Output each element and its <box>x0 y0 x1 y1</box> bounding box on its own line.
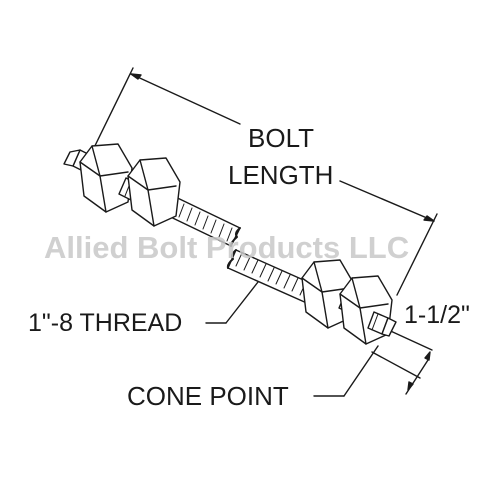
thread-label: 1"-8 THREAD <box>28 309 183 337</box>
bolt-length-label-line2: LENGTH <box>228 160 334 190</box>
right-cone-point <box>367 311 397 337</box>
cone-point-leader <box>313 345 379 397</box>
right-inner-nut <box>301 259 355 329</box>
left-outer-nut <box>79 143 133 213</box>
bolt-length-label-line1: BOLT <box>248 123 314 153</box>
thread-leader <box>205 281 259 324</box>
watermark: Allied Bolt Products LLC <box>44 230 410 265</box>
cone-point-label: CONE POINT <box>127 381 289 411</box>
point-length-dimension <box>371 327 433 395</box>
point-length-label: 1-1/2" <box>404 301 470 329</box>
left-inner-nut <box>127 157 181 227</box>
bolt-length-dimension <box>87 67 438 296</box>
